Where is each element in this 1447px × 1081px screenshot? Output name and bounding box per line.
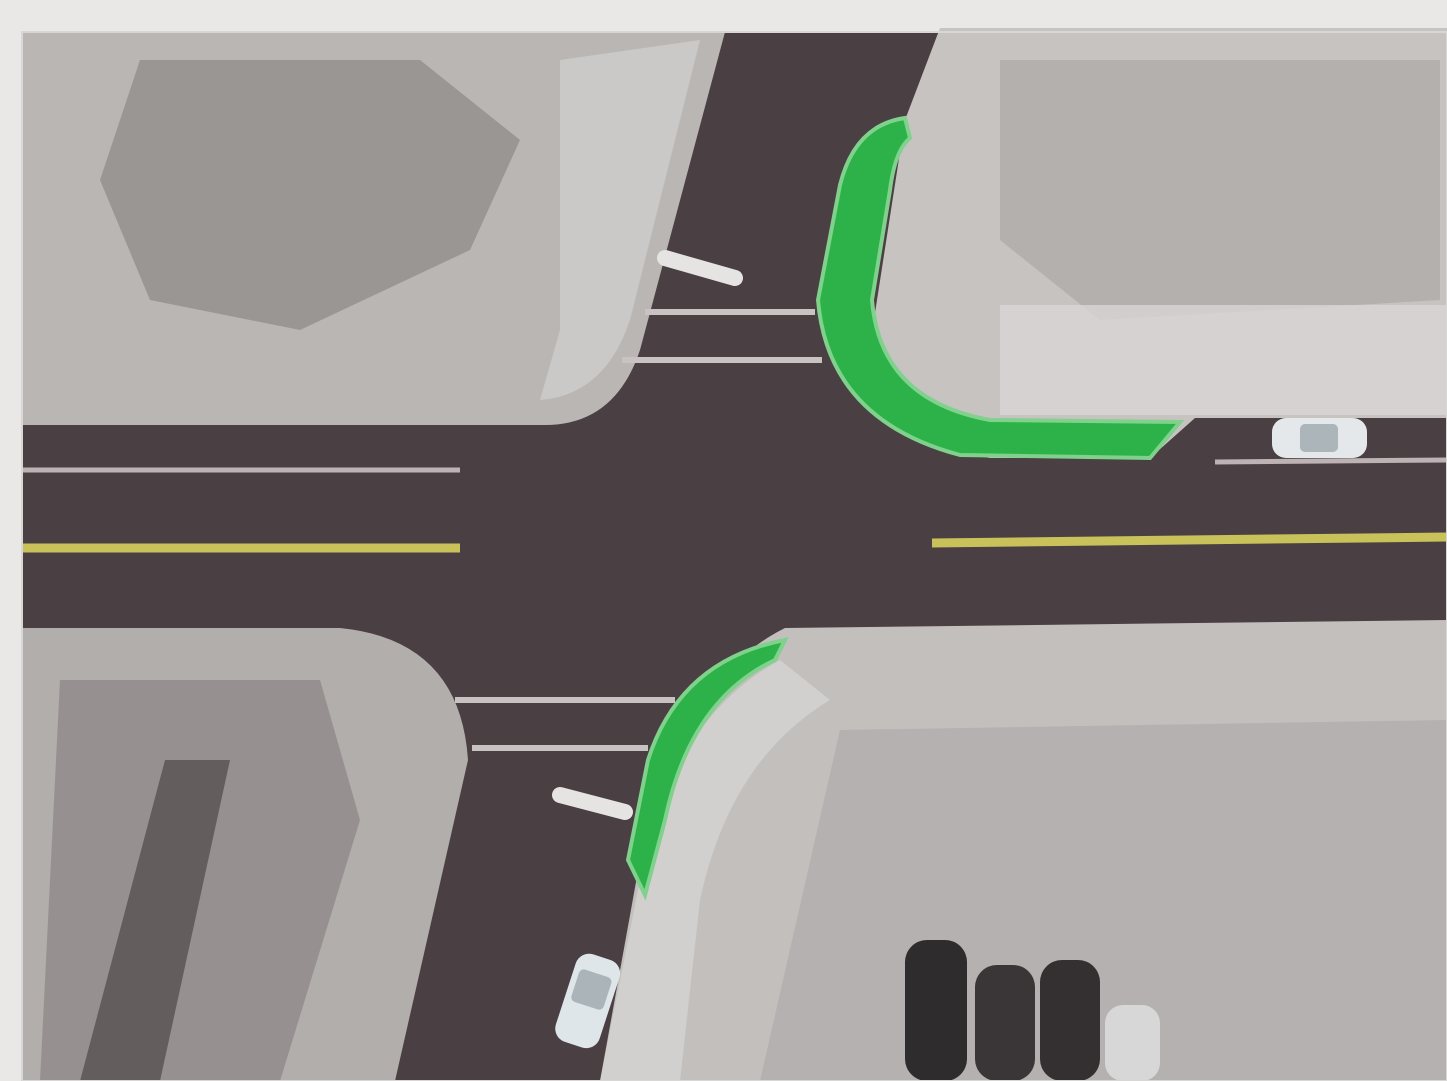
city-blocks	[22, 28, 1447, 1081]
parked-car	[1105, 1005, 1160, 1081]
block-northeast-plaza	[1000, 305, 1447, 415]
vehicles	[555, 418, 1367, 1081]
car-southbound	[555, 953, 621, 1049]
block-southeast-building	[760, 720, 1447, 1081]
map-border	[21, 31, 1447, 1081]
block-northeast-buildings	[1000, 60, 1440, 320]
parked-car	[975, 965, 1035, 1081]
curb-extensions	[625, 115, 1185, 901]
parked-car	[1040, 960, 1100, 1081]
stop-bar-south	[552, 787, 633, 820]
center-line-east	[931, 532, 1447, 548]
parked-cars	[905, 940, 1160, 1081]
lane-line-east	[1214, 457, 1447, 465]
stop-bar-north	[657, 250, 743, 286]
curb-extension-southeast	[625, 637, 789, 901]
block-northwest-buildings	[100, 60, 520, 330]
block-northwest-sidewalk	[540, 40, 700, 400]
car-eastbound	[1272, 418, 1367, 458]
curb-extension-northeast	[815, 115, 1185, 461]
block-southeast-sidewalk	[600, 660, 830, 1081]
pavement-markings	[22, 250, 1447, 820]
block-southwest-parking-lane	[80, 760, 230, 1081]
parked-car	[905, 940, 967, 1081]
